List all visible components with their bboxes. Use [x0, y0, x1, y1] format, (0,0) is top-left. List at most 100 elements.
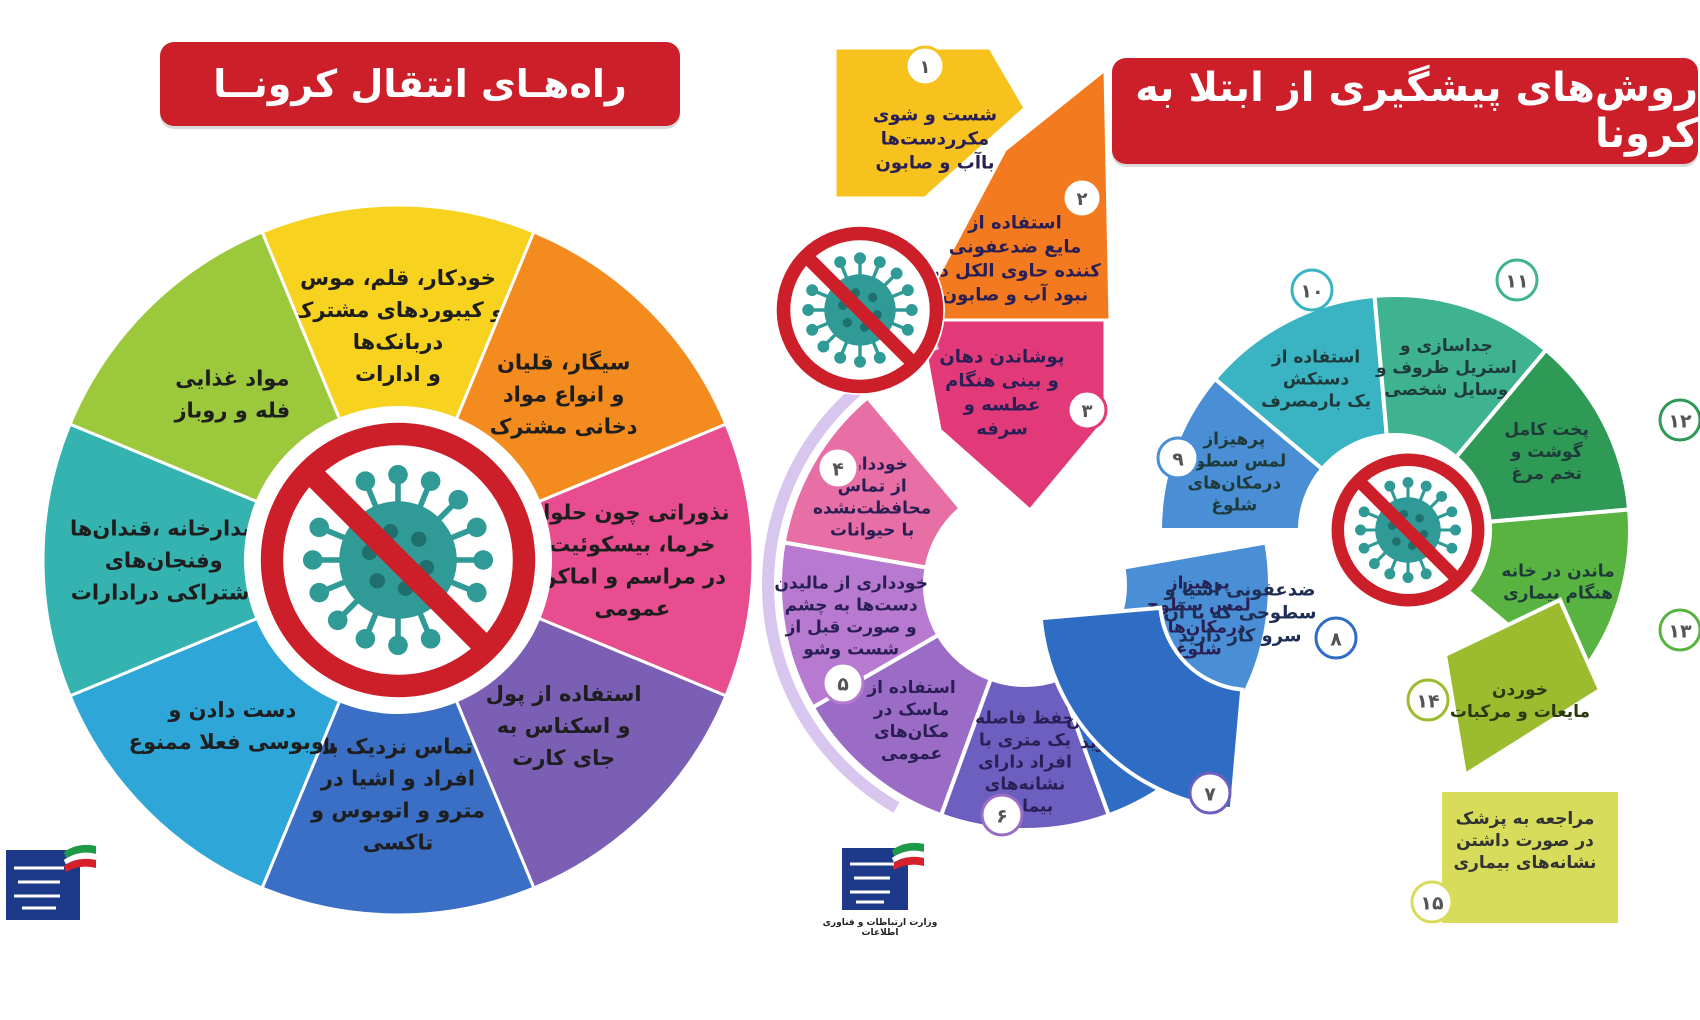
transmission-label-line: دست دادن و [167, 698, 296, 722]
prevention-label-line: استفاده از [967, 212, 1062, 233]
prevention-label-line: شلوغ [1176, 640, 1222, 660]
prevention-label-line: از تماس [838, 477, 907, 497]
transmission-label-line: عمومی [594, 596, 670, 620]
prevention-label-line: و صورت قبل از [785, 618, 917, 638]
icons-layer [775, 225, 1486, 608]
left-title: راه‌هـای انتقال کرونــا [213, 62, 627, 106]
transmission-label-line: مترو و اتوبوس و [310, 799, 485, 823]
prevention-label-line: نبود آب و صابون [942, 282, 1088, 305]
step-badge-number: ۱۰ [1300, 281, 1323, 303]
prevention-segment [833, 46, 1027, 200]
prevention-label-line: درمکان‌های [1188, 473, 1282, 493]
virus-prohibited-icon [258, 420, 538, 700]
step-badge: ۱۲ [1658, 398, 1700, 442]
transmission-label-line: و انواع مواد [503, 383, 625, 407]
transmission-label-line: در مراسم و اماکن [539, 564, 727, 588]
virus-prohibited-icon-center [1330, 452, 1486, 608]
prevention-label-line: در صورت داشتن [1456, 831, 1594, 851]
step-badge: ۱۱ [1495, 258, 1539, 302]
prevention-label-line: عطسه و [963, 394, 1041, 415]
transmission-label-line: نذوراتی چون حلوا، [535, 500, 729, 524]
prevention-label-line: مایع ضدعفونی [949, 236, 1082, 257]
prevention-label-line: عمومی [881, 744, 942, 764]
step-badge: ۱۵ [1410, 880, 1454, 924]
transmission-label-line: تماس نزدیک با [323, 735, 473, 759]
transmission-label-line: و ادارات [355, 362, 441, 386]
prevention-label-line: هنگام بیماری [1503, 582, 1613, 603]
prevention-segment [781, 394, 964, 570]
prevention-label-line: سرفه [976, 418, 1028, 439]
transmission-label-line: مواد غذایی [175, 367, 289, 391]
prevention-label-line: پخت کامل [1504, 420, 1589, 440]
transmission-label-line: وفنجان‌های [105, 548, 223, 572]
step-badge: ۳ [1066, 389, 1108, 431]
prevention-label-line: لمس سطوح [1147, 596, 1251, 616]
prevention-label-line: مکرردست‌ها [881, 128, 989, 149]
prevention-label-line: استفاده از [866, 678, 955, 698]
step-badge: ۱۴ [1406, 678, 1450, 722]
right-title: روش‌های پیشگیری از ابتلا به کرونا [1135, 65, 1698, 157]
transmission-wedge [41, 422, 402, 698]
transmission-label-line: دربانک‌ها [353, 330, 444, 354]
prevention-label-line: شلوغ [1211, 495, 1257, 515]
step-badge-number: ۱۴ [1416, 691, 1439, 713]
prevention-segment [1442, 597, 1603, 779]
prevention-label-line: درمکان‌های [1152, 618, 1246, 638]
transmission-label-line: جای کارت [512, 746, 615, 770]
prevention-label-line: مایعات و مرکبات [1450, 702, 1590, 722]
prevention-label-line: شست و شوی [873, 104, 997, 125]
prevention-label-line: نشانه‌های [985, 774, 1066, 794]
step-badge-number: ۳ [1081, 401, 1092, 422]
prevention-segment [1212, 293, 1389, 472]
step-badge: ۸ [1314, 616, 1358, 660]
prevention-label-line: افراد دارای [978, 752, 1072, 772]
prevention-segment [918, 318, 1107, 513]
transmission-wedge [394, 422, 755, 698]
transmission-label: تماس نزدیک با افراد و اشیا در مترو و اتوبو… [310, 735, 485, 855]
transmission-wedge [260, 203, 536, 564]
logo-caption: وزارت ارتباطات و فناوری اطلاعات [822, 918, 938, 938]
transmission-label-line: دخانی مشترک [490, 415, 638, 439]
prevention-segment [1453, 347, 1632, 524]
step-badge-number: ۱۵ [1420, 893, 1444, 915]
spiral-track [761, 337, 940, 813]
step-badge-number: ۱ [919, 57, 930, 78]
prevention-segment [778, 540, 942, 711]
prevention-label-line: دستکش [1283, 369, 1350, 389]
transmission-label-line: افراد و اشیا در [320, 767, 475, 791]
prevention-label-line: گوشت و [1510, 441, 1583, 462]
step-badge-number: ۱۱ [1505, 271, 1528, 293]
prevention-label-line: پرهیزاز [1167, 574, 1230, 594]
step-badge: ۱ [904, 45, 946, 87]
prevention-label-line: ماندن در خانه [1501, 561, 1614, 581]
prevention-label-line: سرو کار دارید [1178, 625, 1301, 646]
prevention-label-line: شست وشو [802, 640, 899, 660]
transmission-label-line: سیگار، قلیان [497, 350, 630, 375]
step-badge-number: ۱۲ [1668, 411, 1692, 433]
step-badge: ۵ [821, 661, 865, 705]
prevention-label-line: یک متری با [979, 730, 1071, 750]
prevention-segment [1438, 788, 1622, 927]
prevention-label-line: و بینی هنگام [945, 369, 1059, 391]
prevention-segment [938, 676, 1112, 832]
prevention-label-line: وسایل شخصی [1384, 380, 1508, 400]
transmission-label: نذوراتی چون حلوا، خرما، بیسکوئیت در مراسم … [535, 500, 729, 620]
step-badge: ۹ [1156, 436, 1200, 480]
prevention-label-line: خودداری از مالیدن [774, 574, 928, 594]
prevention-label-line: تخم مرغ [1511, 464, 1582, 484]
step-badge: ۱۰ [1290, 268, 1334, 312]
transmission-label-line: خرما، بیسکوئیت [549, 532, 715, 556]
